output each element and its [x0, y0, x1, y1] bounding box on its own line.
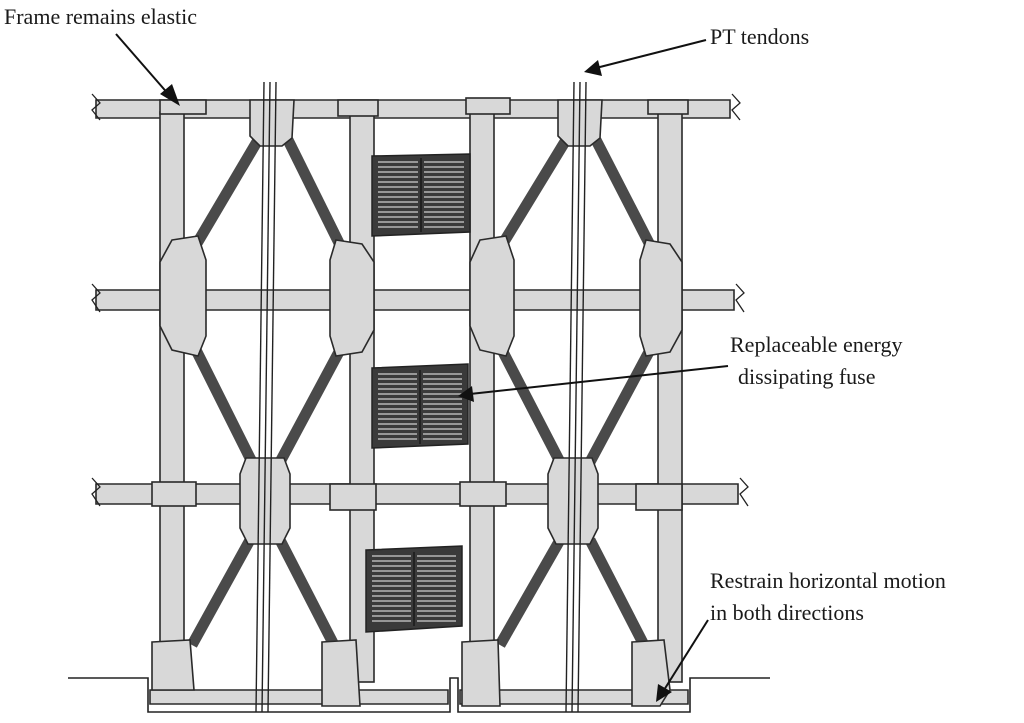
base-beam-right	[459, 689, 689, 705]
label-restrain-line2: in both directions	[710, 600, 864, 625]
fuse-lower	[365, 545, 463, 633]
fuse-upper	[371, 153, 471, 237]
label-frame-elastic: Frame remains elastic	[4, 4, 197, 29]
label-fuse-line1: Replaceable energy	[730, 332, 902, 357]
energy-fuses	[365, 153, 471, 633]
column-4	[657, 111, 683, 683]
diagonal-braces	[187, 137, 655, 648]
label-restrain-line1: Restrain horizontal motion	[710, 568, 946, 593]
fuse-middle	[371, 363, 469, 449]
column-3	[469, 111, 495, 683]
annotations: Frame remains elastic PT tendons Replace…	[4, 4, 946, 625]
base-beam-left	[149, 689, 449, 705]
ground-foundation	[68, 677, 770, 713]
pt-tendons	[255, 81, 587, 713]
floor-beam-level-2	[95, 289, 735, 311]
callout-arrows	[115, 33, 729, 702]
column-1	[159, 111, 185, 683]
gusset-plates	[151, 97, 689, 707]
label-fuse-line2: dissipating fuse	[738, 364, 876, 389]
label-pt-tendons: PT tendons	[710, 24, 809, 49]
